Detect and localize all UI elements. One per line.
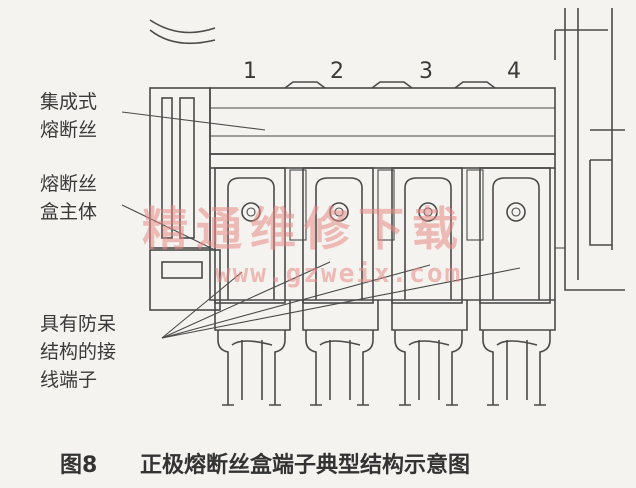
label-fuse-box-body-line2: 盒主体 (40, 201, 97, 223)
terminal-number-1: 1 (243, 59, 257, 84)
terminal-4 (479, 167, 556, 406)
label-fuse-box-body-line1: 熔断丝 (40, 173, 97, 195)
integrated-fuse-bar (209, 81, 556, 169)
label-integrated-fuse-line2: 熔断丝 (40, 119, 97, 141)
left-housing (149, 87, 221, 311)
terminal-number-3: 3 (419, 59, 433, 84)
caption-title: 正极熔断丝盒端子典型结构示意图 (140, 452, 470, 478)
watermark-url: www.gzweix.com (215, 259, 462, 289)
label-terminal-line2: 结构的接 (40, 341, 116, 363)
label-terminal-line3: 线端子 (40, 369, 97, 391)
watermark-text: 精通维修下载 (142, 202, 466, 256)
terminal-2 (302, 167, 395, 406)
caption-figure-number: 图8 (60, 453, 97, 478)
terminal-number-4: 4 (507, 59, 521, 84)
terminal-number-2: 2 (330, 59, 344, 84)
label-integrated-fuse-line1: 集成式 (40, 91, 97, 113)
leader-lines (121, 111, 521, 339)
label-terminal-line1: 具有防呆 (40, 313, 116, 335)
fuse-box-body (209, 168, 565, 301)
terminal-3 (391, 167, 484, 406)
right-housing (554, 8, 625, 291)
housing-arc (149, 19, 216, 45)
terminal-1 (214, 167, 307, 406)
